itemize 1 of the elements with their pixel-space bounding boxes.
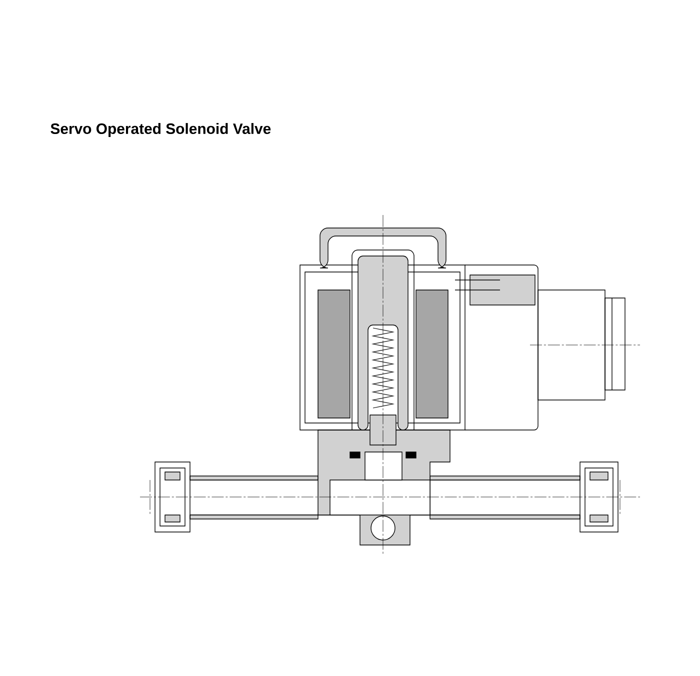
title: Servo Operated Solenoid Valve (50, 123, 271, 137)
